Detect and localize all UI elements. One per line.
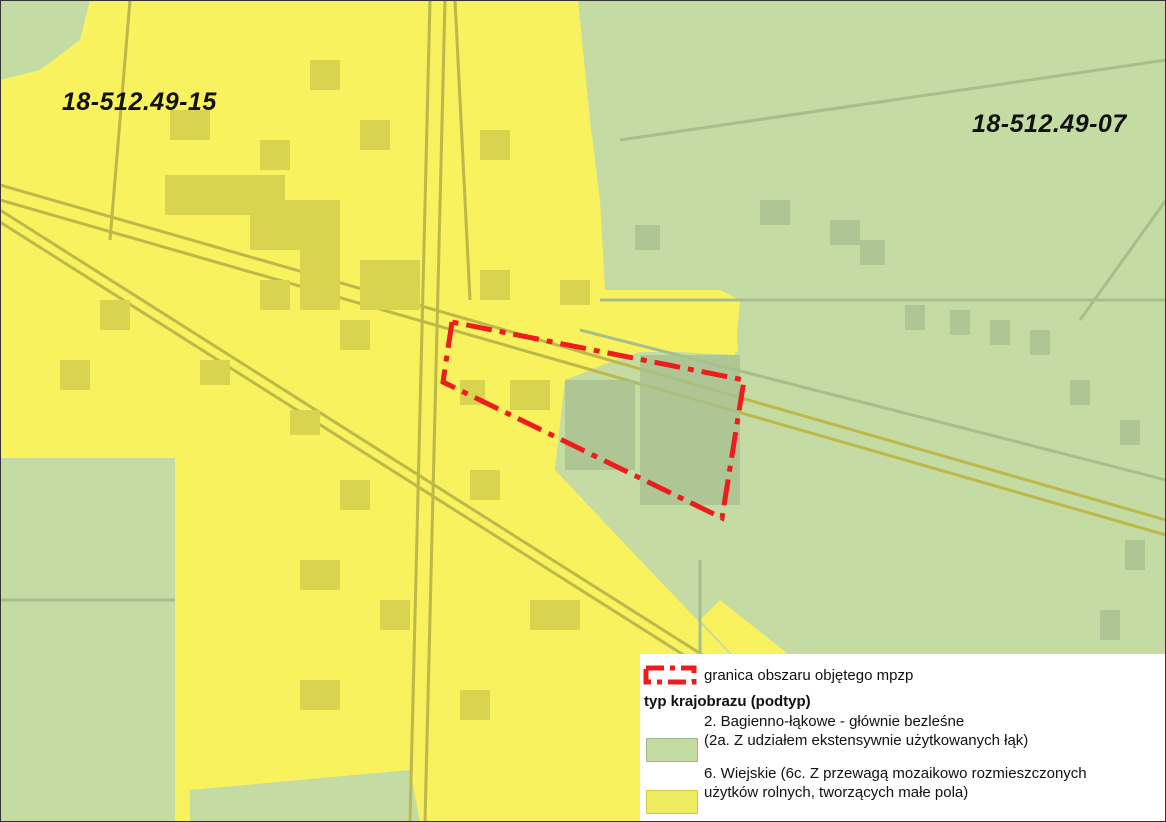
building	[340, 320, 370, 350]
boundary-symbol-icon	[643, 665, 697, 685]
building	[380, 600, 410, 630]
building	[905, 305, 925, 330]
building	[760, 200, 790, 225]
road-line	[1078, 199, 1166, 321]
building	[635, 225, 660, 250]
building	[480, 270, 510, 300]
building	[480, 130, 510, 160]
legend-item-meadow-line1: 2. Bagienno-łąkowe - głównie bezleśne	[704, 713, 965, 730]
legend-swatch-rural	[646, 790, 698, 814]
building	[860, 240, 885, 265]
road-line	[408, 0, 432, 822]
legend-item-rural: 6. Wiejskie (6c. Z przewagą mozaikowo ro…	[704, 764, 1087, 802]
road-line	[0, 183, 1166, 522]
building	[290, 410, 320, 435]
building	[1070, 380, 1090, 405]
building	[250, 200, 340, 250]
building	[360, 120, 390, 150]
building	[300, 250, 340, 310]
building	[460, 690, 490, 720]
buildings-layer	[60, 60, 1145, 720]
sheet-label-east: 18-512.49-07	[972, 110, 1127, 138]
building	[100, 300, 130, 330]
legend-item-rural-line1: 6. Wiejskie (6c. Z przewagą mozaikowo ro…	[704, 765, 1087, 782]
building	[300, 680, 340, 710]
road-line	[0, 198, 1166, 537]
road-line	[453, 0, 472, 301]
building	[1100, 610, 1120, 640]
map-legend: granica obszaru objętego mpzp typ krajob…	[640, 654, 1166, 822]
sheet-label-west: 18-512.49-15	[62, 88, 217, 116]
building	[1120, 420, 1140, 445]
building	[560, 280, 590, 305]
building	[510, 380, 550, 410]
building	[300, 560, 340, 590]
legend-swatch-meadow	[646, 738, 698, 762]
road-line	[108, 0, 132, 241]
building	[1030, 330, 1050, 355]
building	[170, 110, 210, 140]
building	[310, 60, 340, 90]
legend-item-meadow: 2. Bagienno-łąkowe - głównie bezleśne (2…	[704, 712, 1028, 750]
plan-boundary-outline[interactable]	[440, 319, 747, 522]
building	[830, 220, 860, 245]
building	[565, 380, 635, 470]
legend-boundary-label: granica obszaru objętego mpzp	[704, 667, 914, 684]
building	[200, 360, 230, 385]
legend-item-meadow-line2: (2a. Z udziałem ekstensywnie użytkowanyc…	[704, 732, 1029, 749]
building	[340, 480, 370, 510]
road-line	[423, 0, 447, 822]
building	[360, 260, 420, 310]
building	[950, 310, 970, 335]
building	[640, 355, 740, 505]
meadow-area-south	[190, 770, 420, 822]
building	[260, 140, 290, 170]
building	[470, 470, 500, 500]
legend-section-title: typ krajobrazu (podtyp)	[644, 693, 811, 710]
legend-item-rural-line2: użytków rolnych, tworzących małe pola)	[704, 784, 969, 801]
building	[260, 280, 290, 310]
meadow-area-southwest	[0, 458, 175, 822]
road-line	[619, 58, 1166, 142]
building	[990, 320, 1010, 345]
meadow-area-northwest	[0, 0, 90, 80]
building	[1125, 540, 1145, 570]
building	[530, 600, 580, 630]
building	[60, 360, 90, 390]
